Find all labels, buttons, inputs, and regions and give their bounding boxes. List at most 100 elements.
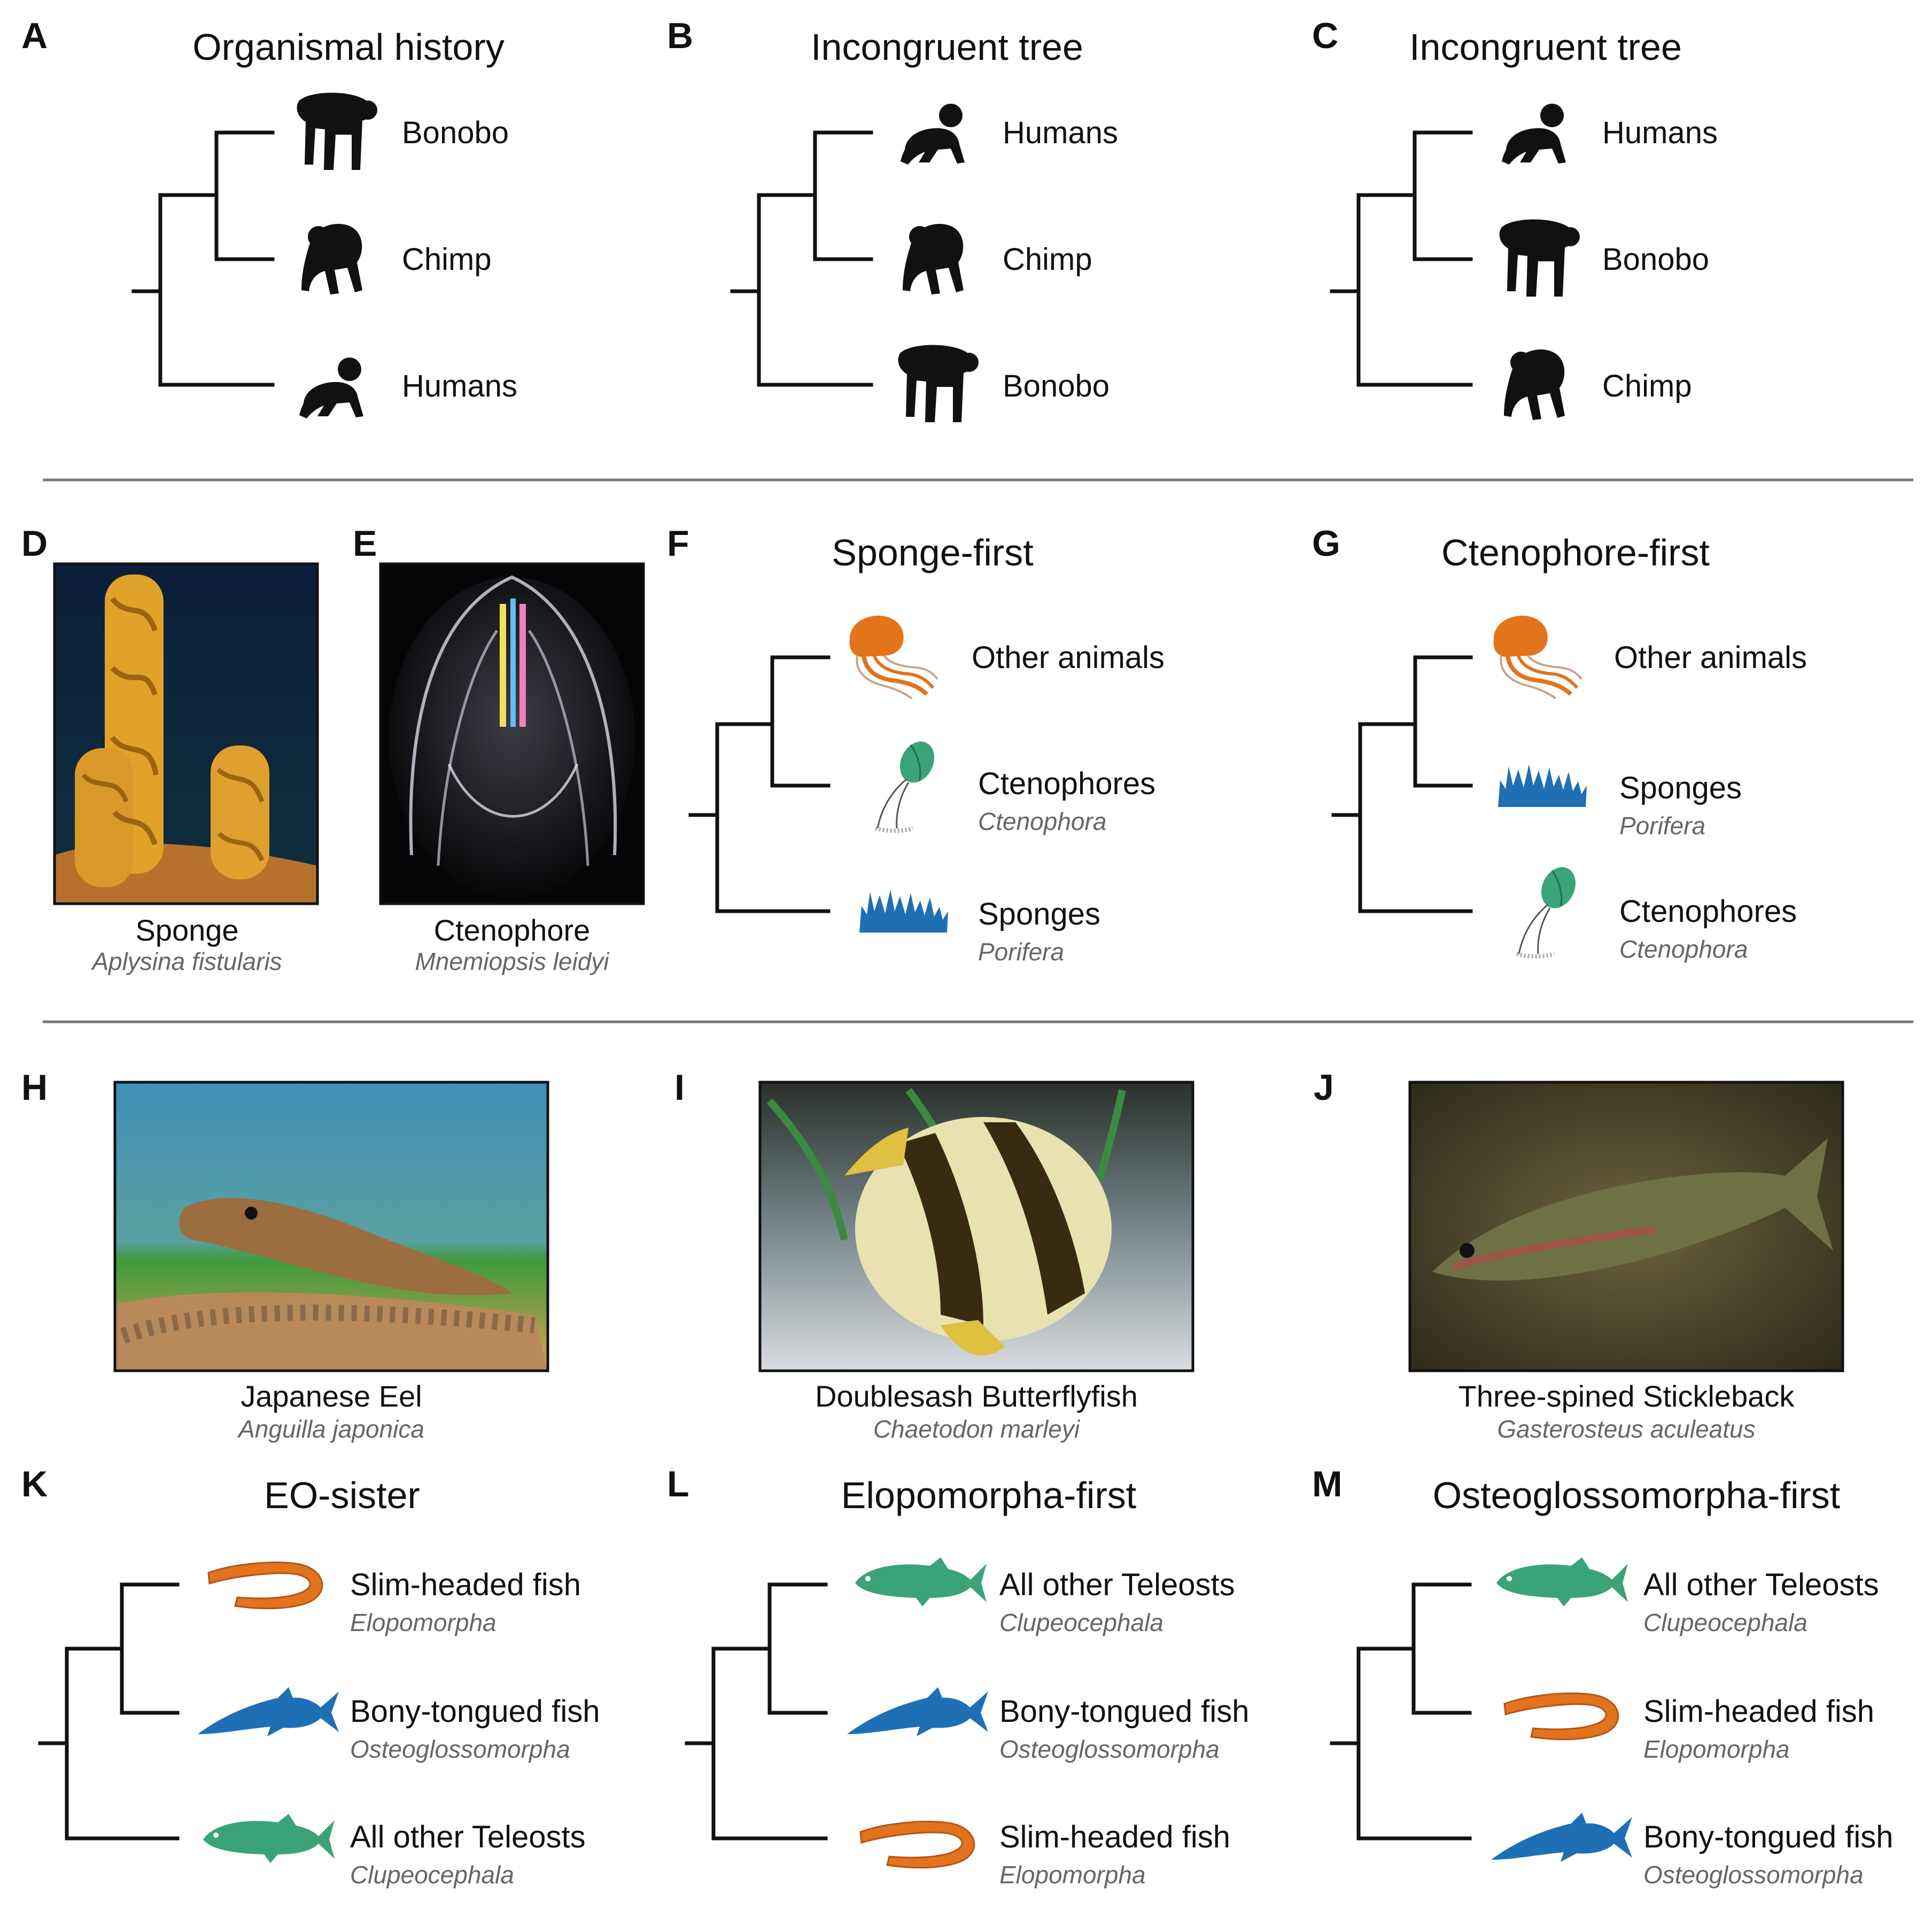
panel-letter-m: M — [1312, 1464, 1343, 1504]
leaf-label: Other animals — [1614, 640, 1807, 675]
panel-letter-d: D — [21, 523, 48, 564]
leaf-scientific-name: Osteoglossomorpha — [999, 1735, 1220, 1763]
bonytongue-icon — [1491, 1813, 1632, 1862]
photo-caption: Japanese Eel — [240, 1379, 422, 1413]
stickleback-photo — [1410, 1082, 1843, 1371]
leaf-scientific-name: Elopomorpha — [999, 1861, 1146, 1889]
panel-letter-i: I — [674, 1067, 685, 1108]
leaf-scientific-name: Ctenophora — [1619, 935, 1748, 963]
leaf-label: Sponges — [978, 897, 1100, 931]
panel-letter-g: G — [1312, 523, 1340, 564]
panel-letter-h: H — [21, 1067, 48, 1108]
leaf-scientific-name: Ctenophora — [978, 808, 1106, 835]
leaf-label: Bonobo — [402, 115, 509, 150]
jellyfish-icon — [850, 616, 937, 698]
photo-frame — [379, 562, 645, 905]
photo-frame — [1408, 1081, 1844, 1372]
leaf-label: Slim-headed fish — [350, 1567, 581, 1602]
panel-letter-f: F — [667, 523, 689, 564]
human-icon — [901, 104, 965, 165]
leaf-label: Humans — [1602, 115, 1718, 150]
leaf-label: Humans — [1003, 115, 1118, 150]
eel-icon — [207, 1562, 323, 1610]
bonytongue-icon — [198, 1687, 339, 1736]
panel-letter-a: A — [21, 15, 48, 56]
panel-k-title: EO-sister — [264, 1474, 420, 1516]
bonobo-icon — [1499, 219, 1580, 297]
leaf-label: Humans — [402, 369, 517, 403]
photo-scientific-name: Aplysina fistularis — [90, 948, 282, 975]
sponge-photo — [55, 564, 317, 904]
leaf-label: Other animals — [972, 640, 1165, 675]
photo-scientific-name: Chaetodon marleyi — [873, 1415, 1081, 1443]
bonobo-icon — [297, 92, 377, 170]
panel-letter-l: L — [667, 1464, 689, 1504]
leaf-label: All other Teleosts — [999, 1567, 1235, 1602]
sponge-icon — [1498, 764, 1587, 807]
photo-frame — [113, 1081, 549, 1372]
leaf-label: Bonobo — [1003, 369, 1109, 403]
panel-k-tree — [38, 1582, 180, 1841]
panel-a-tree — [131, 130, 275, 387]
leaf-label: Bony-tongued fish — [999, 1694, 1250, 1729]
leaf-label: Chimp — [1003, 242, 1092, 277]
panel-l-tree — [685, 1582, 828, 1841]
leaf-scientific-name: Osteoglossomorpha — [350, 1735, 570, 1763]
teleost-icon — [855, 1557, 987, 1606]
photo-scientific-name: Anguilla japonica — [237, 1415, 424, 1443]
panel-g-tree — [1331, 655, 1473, 913]
leaf-label: All other Teleosts — [1643, 1567, 1879, 1602]
photo-scientific-name: Gasterosteus aculeatus — [1497, 1415, 1755, 1443]
panel-f-title: Sponge-first — [832, 532, 1033, 573]
photo-frame — [758, 1081, 1194, 1372]
teleost-icon — [1496, 1557, 1628, 1606]
panel-b-tree — [730, 130, 873, 387]
ctenophore-icon — [1517, 861, 1582, 956]
ctenophore-photo — [381, 564, 643, 904]
leaf-label: Chimp — [402, 242, 492, 277]
leaf-label: Sponges — [1619, 771, 1742, 805]
photo-frame — [53, 562, 319, 905]
eel-icon — [859, 1821, 975, 1869]
eel-icon — [1503, 1692, 1619, 1741]
photo-caption: Ctenophore — [434, 913, 591, 947]
panel-f-tree — [688, 655, 831, 913]
photo-caption: Sponge — [135, 913, 238, 947]
photo-scientific-name: Mnemiopsis leidyi — [415, 948, 610, 975]
panel-c-title: Incongruent tree — [1409, 26, 1682, 68]
panel-c-tree — [1330, 130, 1473, 387]
leaf-label: Bony-tongued fish — [1643, 1820, 1894, 1854]
bonobo-icon — [898, 345, 979, 422]
jellyfish-icon — [1494, 616, 1581, 698]
human-icon — [299, 358, 363, 418]
human-icon — [1502, 104, 1566, 165]
photo-caption: Three-spined Stickleback — [1458, 1379, 1795, 1413]
leaf-scientific-name: Clupeocephala — [999, 1609, 1163, 1636]
teleost-icon — [203, 1814, 335, 1863]
leaf-label: Ctenophores — [978, 766, 1155, 801]
leaf-scientific-name: Clupeocephala — [1643, 1609, 1807, 1636]
leaf-label: All other Teleosts — [350, 1820, 586, 1854]
panel-letter-j: J — [1314, 1067, 1334, 1108]
leaf-scientific-name: Porifera — [1619, 812, 1705, 840]
panel-a-title: Organismal history — [192, 26, 505, 68]
leaf-scientific-name: Elopomorpha — [1643, 1735, 1790, 1763]
panel-letter-b: B — [667, 15, 693, 56]
bonytongue-icon — [847, 1687, 988, 1736]
chimp-icon — [1504, 349, 1565, 420]
leaf-label: Chimp — [1602, 369, 1692, 403]
panel-letter-e: E — [353, 523, 377, 564]
panel-b-title: Incongruent tree — [811, 26, 1083, 68]
leaf-scientific-name: Osteoglossomorpha — [1643, 1861, 1864, 1889]
chimp-icon — [903, 223, 964, 294]
leaf-scientific-name: Clupeocephala — [350, 1861, 514, 1889]
leaf-scientific-name: Porifera — [978, 938, 1064, 966]
sponge-icon — [859, 890, 948, 933]
panel-m-tree — [1330, 1582, 1472, 1841]
leaf-label: Slim-headed fish — [1643, 1694, 1874, 1729]
panel-g-title: Ctenophore-first — [1441, 532, 1710, 573]
butterflyfish-photo — [760, 1082, 1193, 1371]
leaf-label: Bonobo — [1602, 242, 1709, 277]
panel-letter-k: K — [21, 1464, 48, 1504]
